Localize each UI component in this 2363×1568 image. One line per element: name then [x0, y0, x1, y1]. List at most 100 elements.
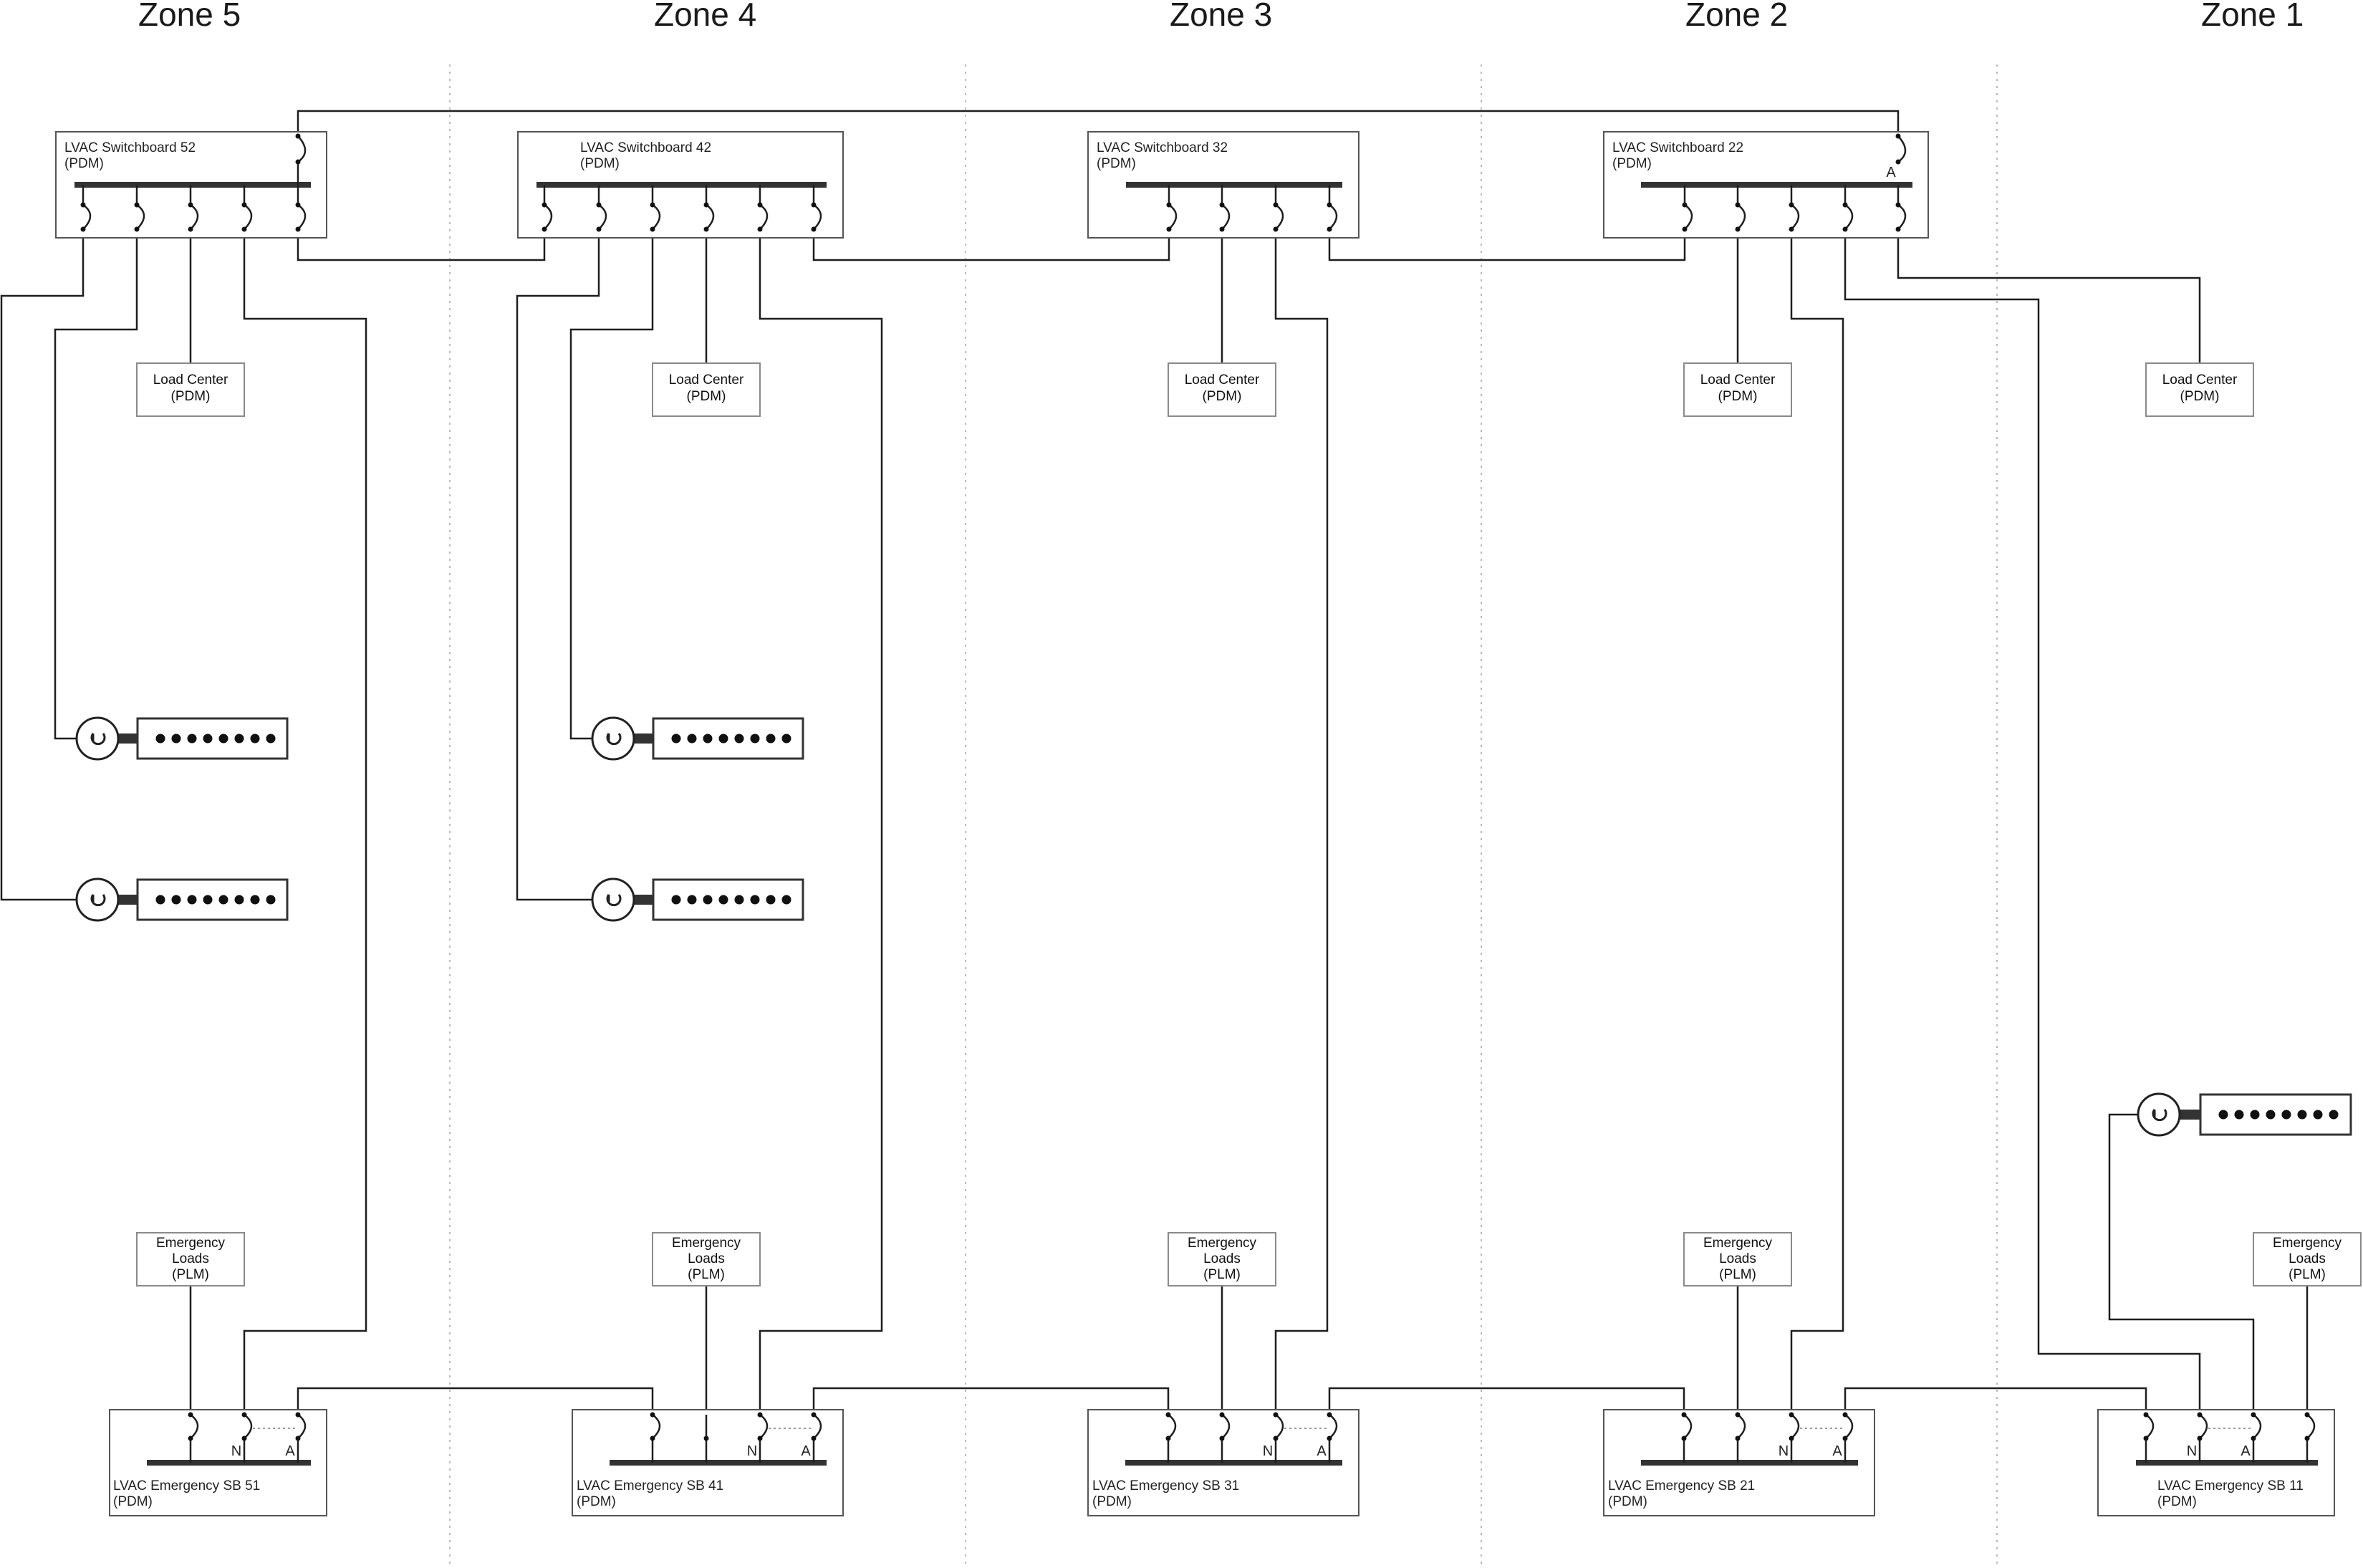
breaker[interactable] — [1681, 1412, 1693, 1463]
z4-gen1-feeder — [569, 229, 654, 740]
load-center-zone-2[interactable]: Load Center (PDM) — [1683, 362, 1792, 417]
breaker-alternate[interactable] — [1327, 1412, 1338, 1463]
breaker[interactable] — [1273, 185, 1284, 232]
generator-set-z4-2[interactable] — [591, 877, 804, 922]
z2-normal-to-esb21 — [1790, 229, 1844, 1415]
breaker-cross-tie[interactable] — [1895, 133, 1907, 165]
breaker[interactable] — [1165, 1412, 1177, 1463]
emergency-loads-label: Emergency — [2273, 1236, 2342, 1251]
generator-icon — [591, 716, 635, 761]
emergency-switchboard-31-sub: (PDM) — [1092, 1494, 1132, 1509]
breaker[interactable] — [703, 185, 715, 232]
breaker[interactable] — [757, 185, 769, 232]
breaker[interactable] — [188, 185, 199, 232]
z4-normal-to-esb41 — [759, 229, 883, 1415]
emergency-loads-sub: (PLM) — [1203, 1267, 1241, 1282]
breaker-normal[interactable] — [1789, 1412, 1800, 1463]
load-center-zone-5[interactable]: Load Center (PDM) — [136, 362, 245, 417]
emergency-switchboard-41-sub: (PDM) — [577, 1494, 616, 1509]
generator-set-z4-1[interactable] — [591, 716, 804, 761]
breaker[interactable] — [1682, 185, 1693, 232]
emergency-loads-zone-3[interactable]: Emergency Loads (PLM) — [1168, 1232, 1276, 1286]
breaker-cross-tie[interactable] — [295, 133, 307, 186]
switchboard-22-sub: (PDM) — [1612, 156, 1652, 171]
z5-gen1-feeder — [54, 229, 138, 740]
breaker-alternate[interactable] — [2251, 1412, 2262, 1463]
emergency-loads-label: Emergency — [672, 1236, 741, 1251]
breaker[interactable] — [295, 185, 307, 232]
switchboard-32[interactable]: LVAC Switchboard 32 (PDM) — [1087, 131, 1359, 239]
normal-label: N — [1263, 1443, 1273, 1459]
breaker-alternate[interactable] — [1842, 1412, 1854, 1463]
generator-set-z5-1[interactable] — [75, 716, 289, 761]
emergency-switchboard-21[interactable]: N A LVAC Emergency SB 21 (PDM) — [1603, 1409, 1875, 1516]
load-center-frame — [2145, 362, 2254, 417]
emergency-switchboard-31[interactable]: N A LVAC Emergency SB 31 (PDM) — [1087, 1409, 1359, 1516]
load-center-zone-1[interactable]: Load Center (PDM) — [2145, 362, 2254, 417]
breaker[interactable] — [241, 185, 253, 232]
switchboard-52[interactable]: LVAC Switchboard 52 (PDM) — [55, 131, 327, 239]
switchboard-42-breakers — [542, 185, 822, 232]
breaker-normal[interactable] — [2197, 1412, 2208, 1463]
breaker-normal[interactable] — [757, 1412, 769, 1463]
z3-normal-to-esb31 — [1274, 229, 1329, 1415]
emergency-loads-sub: (PLM) — [1719, 1267, 1756, 1282]
generator-symbol-icon — [2152, 1109, 2167, 1122]
emergency-loads-sub: (PLM) — [2289, 1267, 2326, 1282]
switchboard-42[interactable]: LVAC Switchboard 42 (PDM) — [517, 131, 844, 239]
emergency-loads-zone-1[interactable]: Emergency Loads (PLM) — [2253, 1232, 2362, 1286]
breaker[interactable] — [2143, 1412, 2155, 1463]
emergency-switchboard-41[interactable]: N A LVAC Emergency SB 41 (PDM) — [572, 1409, 844, 1516]
generator-icon — [75, 716, 120, 761]
breaker[interactable] — [134, 185, 145, 232]
emergency-switchboard-51[interactable]: N A LVAC Emergency SB 51 (PDM) — [109, 1409, 327, 1516]
emergency-switchboard-11[interactable]: N A LVAC Emergency SB 11 (PDM) — [2097, 1409, 2335, 1516]
load-center-sub: (PDM) — [1203, 389, 1242, 404]
breaker[interactable] — [80, 185, 92, 232]
breaker[interactable] — [188, 1412, 199, 1463]
breaker-alternate[interactable] — [295, 1412, 307, 1463]
engine-cylinders-icon — [671, 895, 791, 905]
breaker[interactable] — [1789, 185, 1800, 232]
emergency-switchboard-51-sub: (PDM) — [113, 1494, 153, 1509]
breaker[interactable] — [650, 185, 661, 232]
breaker[interactable] — [811, 185, 822, 232]
breaker-normal[interactable] — [1273, 1412, 1284, 1463]
breaker[interactable] — [1842, 185, 1854, 232]
generator-set-z1-1[interactable] — [2137, 1092, 2352, 1137]
breaker[interactable] — [2304, 1412, 2316, 1463]
breaker[interactable] — [1219, 1412, 1231, 1463]
load-center-zone-3[interactable]: Load Center (PDM) — [1168, 362, 1276, 417]
emergency-switchboard-41-breakers — [650, 1412, 822, 1463]
zone-titles: Zone 5 Zone 4 Zone 3 Zone 2 Zone 1 — [138, 0, 2304, 33]
breaker[interactable] — [650, 1412, 661, 1463]
zone-4-title: Zone 4 — [654, 0, 756, 33]
emergency-loads-label2: Loads — [688, 1251, 725, 1266]
breaker-alternate[interactable] — [811, 1412, 822, 1463]
breaker[interactable] — [1327, 185, 1338, 232]
breaker[interactable] — [1895, 185, 1907, 232]
emergency-loads-label2: Loads — [1719, 1251, 1756, 1266]
normal-label: N — [747, 1443, 757, 1459]
breaker-normal[interactable] — [241, 1412, 253, 1463]
breaker[interactable] — [1219, 185, 1231, 232]
breaker[interactable] — [596, 185, 607, 232]
engine-cylinders-icon — [155, 734, 276, 744]
alternate-label: A — [1832, 1443, 1842, 1459]
load-center-zone-4[interactable]: Load Center (PDM) — [652, 362, 761, 417]
breaker[interactable] — [1166, 185, 1178, 232]
generator-set-z5-2[interactable] — [75, 877, 289, 922]
switchboard-32-breakers — [1166, 185, 1338, 232]
emergency-loads-zone-4[interactable]: Emergency Loads (PLM) — [652, 1232, 761, 1286]
breaker[interactable] — [1735, 185, 1746, 232]
emergency-loads-zone-5[interactable]: Emergency Loads (PLM) — [136, 1232, 245, 1286]
switchboard-22[interactable]: LVAC Switchboard 22 (PDM) A — [1603, 131, 1929, 239]
load-center-sub: (PDM) — [687, 389, 726, 404]
breaker[interactable] — [1735, 1412, 1746, 1463]
emergency-loads-frame — [2253, 1232, 2362, 1286]
breaker[interactable] — [542, 185, 553, 232]
engine-cylinders-icon — [671, 734, 791, 744]
breaker[interactable] — [703, 1415, 709, 1463]
generator-icon — [75, 877, 120, 922]
emergency-loads-zone-2[interactable]: Emergency Loads (PLM) — [1683, 1232, 1792, 1286]
